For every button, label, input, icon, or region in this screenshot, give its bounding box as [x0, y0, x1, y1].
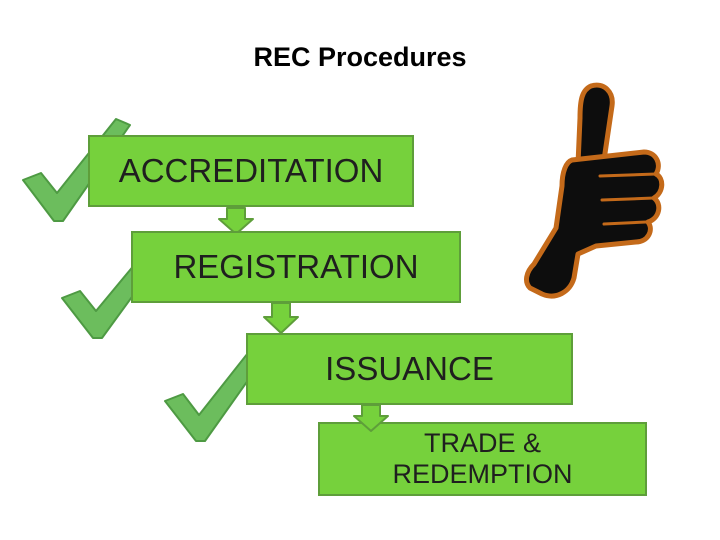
down-arrow-icon: [263, 302, 299, 334]
step-label: REGISTRATION: [173, 248, 419, 286]
down-arrow-icon: [353, 404, 389, 432]
step-label: ISSUANCE: [325, 350, 494, 388]
thumbs-up-icon: [524, 82, 665, 299]
diagram-title: REC Procedures: [253, 42, 467, 72]
step-label-line-1: TRADE &: [423, 427, 542, 458]
step-registration: REGISTRATION: [131, 231, 461, 303]
step-accreditation: ACCREDITATION: [88, 135, 414, 207]
step-trade-redemption: TRADE & REDEMPTION: [318, 422, 647, 496]
down-arrow-icon: [218, 207, 254, 235]
step-issuance: ISSUANCE: [246, 333, 573, 405]
step-label: ACCREDITATION: [118, 152, 384, 190]
step-label-line-2: REDEMPTION: [392, 459, 573, 489]
